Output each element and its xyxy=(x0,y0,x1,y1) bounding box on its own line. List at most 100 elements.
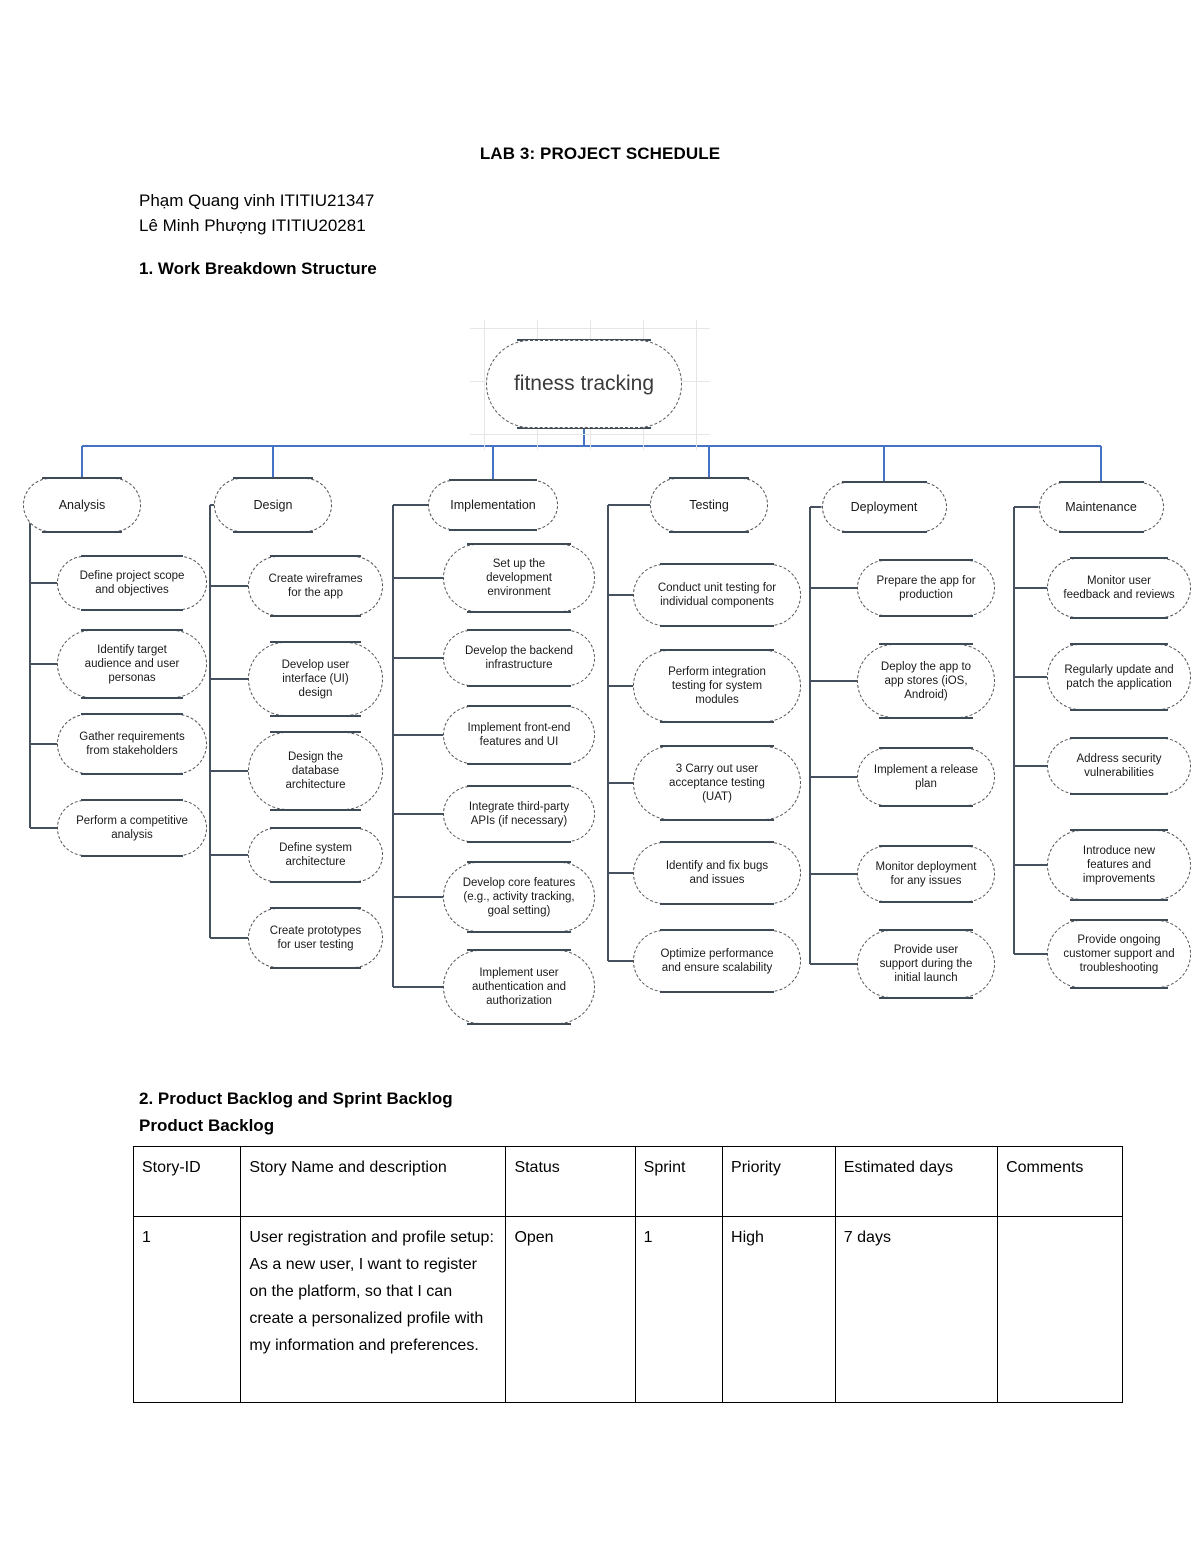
node-edge-cap xyxy=(269,907,362,909)
wbs-phase-node-analysis: Analysis xyxy=(23,478,141,532)
wbs-task-node-0-1: Identify target audience and user person… xyxy=(57,630,207,698)
page-title: LAB 3: PROJECT SCHEDULE xyxy=(479,144,721,163)
node-edge-cap xyxy=(879,997,973,999)
node-edge-cap xyxy=(269,809,362,811)
node-edge-cap xyxy=(879,717,973,719)
wbs-task-node-3-2: 3 Carry out user acceptance testing (UAT… xyxy=(633,746,801,820)
node-edge-cap xyxy=(41,531,123,533)
node-edge-cap xyxy=(269,827,362,829)
wbs-task-node-5-3: Introduce new features and improvements xyxy=(1047,830,1191,900)
wbs-task-node-3-0: Conduct unit testing for individual comp… xyxy=(633,564,801,626)
cell-estimated-days: 7 days xyxy=(834,1216,999,1403)
wbs-task-node-2-5: Implement user authentication and author… xyxy=(443,950,595,1024)
node-edge-cap xyxy=(1058,531,1144,533)
wbs-phase-node-design: Design xyxy=(214,478,332,532)
wbs-root-node: fitness tracking xyxy=(486,340,682,428)
wbs-phase-node-implementation: Implementation xyxy=(428,480,558,530)
node-edge-cap xyxy=(659,819,775,821)
wbs-task-node-2-4: Develop core features (e.g., activity tr… xyxy=(443,862,595,932)
wbs-task-node-1-3: Define system architecture xyxy=(248,828,383,882)
node-edge-cap xyxy=(841,481,927,483)
wbs-task-node-0-2: Gather requirements from stakeholders xyxy=(57,714,207,774)
node-edge-cap xyxy=(467,785,571,787)
wbs-task-node-3-3: Identify and fix bugs and issues xyxy=(633,842,801,904)
node-edge-cap xyxy=(1070,617,1168,619)
node-edge-cap xyxy=(269,641,362,643)
wbs-task-node-5-0: Monitor user feedback and reviews xyxy=(1047,558,1191,618)
wbs-task-node-4-0: Prepare the app for production xyxy=(857,560,995,616)
node-edge-cap xyxy=(269,715,362,717)
node-edge-cap xyxy=(1070,899,1168,901)
wbs-task-node-4-4: Provide user support during the initial … xyxy=(857,930,995,998)
wbs-task-node-2-3: Integrate third-party APIs (if necessary… xyxy=(443,786,595,842)
cell-comments xyxy=(997,1216,1123,1403)
node-edge-cap xyxy=(879,615,973,617)
column-header-4: Priority xyxy=(722,1146,836,1217)
node-edge-cap xyxy=(1070,793,1168,795)
node-edge-cap xyxy=(269,881,362,883)
column-header-2: Status xyxy=(505,1146,636,1217)
wbs-task-node-2-0: Set up the development environment xyxy=(443,544,595,612)
node-edge-cap xyxy=(879,845,973,847)
node-edge-cap xyxy=(659,563,775,565)
wbs-task-node-0-0: Define project scope and objectives xyxy=(57,556,207,610)
node-edge-cap xyxy=(668,531,750,533)
node-edge-cap xyxy=(269,615,362,617)
node-edge-cap xyxy=(1070,709,1168,711)
node-edge-cap xyxy=(467,931,571,933)
node-edge-cap xyxy=(232,477,314,479)
diagram-grid-line xyxy=(470,328,710,329)
node-edge-cap xyxy=(81,697,183,699)
node-edge-cap xyxy=(467,861,571,863)
node-edge-cap xyxy=(1070,919,1168,921)
node-edge-cap xyxy=(879,559,973,561)
wbs-task-node-2-1: Develop the backend infrastructure xyxy=(443,630,595,686)
diagram-grid-line xyxy=(696,320,697,450)
node-edge-cap xyxy=(41,477,123,479)
node-edge-cap xyxy=(879,901,973,903)
node-edge-cap xyxy=(81,799,183,801)
node-edge-cap xyxy=(467,705,571,707)
wbs-task-node-3-1: Perform integration testing for system m… xyxy=(633,650,801,722)
node-edge-cap xyxy=(467,543,571,545)
node-edge-cap xyxy=(1070,557,1168,559)
node-edge-cap xyxy=(81,713,183,715)
wbs-task-node-1-1: Develop user interface (UI) design xyxy=(248,642,383,716)
node-edge-cap xyxy=(269,967,362,969)
node-edge-cap xyxy=(879,929,973,931)
wbs-task-node-5-2: Address security vulnerabilities xyxy=(1047,738,1191,794)
node-edge-cap xyxy=(517,427,651,429)
wbs-phase-node-deployment: Deployment xyxy=(821,482,947,532)
node-edge-cap xyxy=(467,841,571,843)
column-header-6: Comments xyxy=(997,1146,1123,1217)
node-edge-cap xyxy=(232,531,314,533)
wbs-task-node-1-0: Create wireframes for the app xyxy=(248,556,383,616)
node-edge-cap xyxy=(659,649,775,651)
wbs-task-node-4-1: Deploy the app to app stores (iOS, Andro… xyxy=(857,644,995,718)
node-edge-cap xyxy=(1058,481,1144,483)
cell-status: Open xyxy=(505,1216,636,1403)
node-edge-cap xyxy=(1070,987,1168,989)
wbs-task-node-3-4: Optimize performance and ensure scalabil… xyxy=(633,930,801,992)
column-header-5: Estimated days xyxy=(834,1146,999,1217)
node-edge-cap xyxy=(659,903,775,905)
node-edge-cap xyxy=(659,991,775,993)
wbs-task-node-1-4: Create prototypes for user testing xyxy=(248,908,383,968)
authors-block: Phạm Quang vinh ITITIU21347 Lê Minh Phượ… xyxy=(139,191,375,235)
node-edge-cap xyxy=(659,929,775,931)
node-edge-cap xyxy=(81,629,183,631)
node-edge-cap xyxy=(467,763,571,765)
cell-story-name: User registration and profile setup: As … xyxy=(240,1216,507,1403)
wbs-phase-node-testing: Testing xyxy=(650,478,768,532)
node-edge-cap xyxy=(467,949,571,951)
node-edge-cap xyxy=(81,555,183,557)
node-edge-cap xyxy=(448,529,538,531)
node-edge-cap xyxy=(1070,643,1168,645)
node-edge-cap xyxy=(467,685,571,687)
